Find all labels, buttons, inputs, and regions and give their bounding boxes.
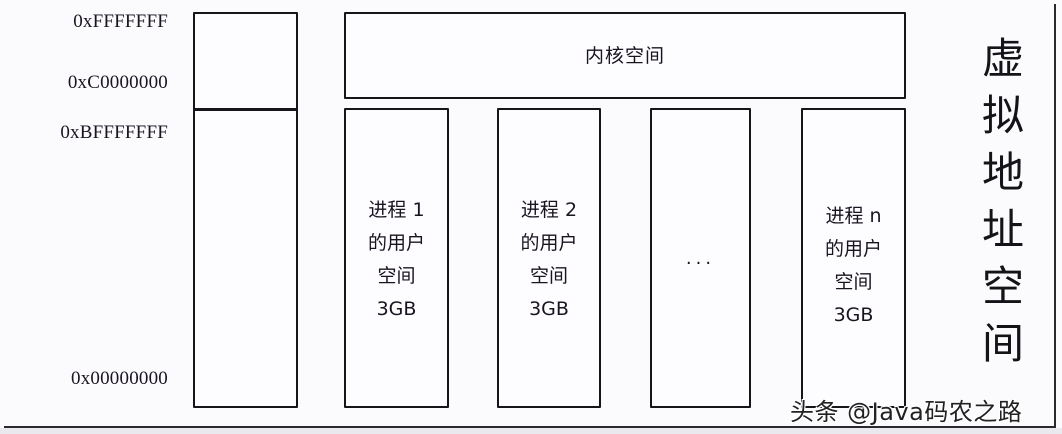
kernel-space-box: 内核空间 [344,12,906,99]
process-2-size: 3GB [529,298,569,320]
process-2-line-1: 进程 2 [520,199,578,221]
process-2-line-2: 的用户 [520,232,578,254]
title-char-5: 空 [981,262,1024,311]
title-char-6: 间 [981,319,1024,368]
process-2-line-3: 空间 [529,265,568,287]
address-label-kernel-start: 0xC0000000 [67,72,168,93]
background-strip [0,428,1062,434]
kernel-user-divider [195,108,296,111]
frame-bottom-edge [4,426,1056,428]
process-1-user-space-box: 进程 1 的用户 空间 3GB [344,108,449,408]
process-n-line-2: 的用户 [824,238,882,260]
address-label-user-end: 0xBFFFFFFF [60,122,168,143]
frame-right-edge [1054,4,1056,428]
process-2-user-space-box: 进程 2 的用户 空间 3GB [497,108,601,408]
address-label-top: 0xFFFFFFF [73,11,168,32]
process-1-line-3: 空间 [377,265,416,287]
title-char-2: 拟 [981,91,1024,140]
process-n-line-1: 进程 n [825,205,882,227]
title-char-1: 虚 [981,34,1024,83]
watermark: 头条 @Java码农之路 [790,398,1023,426]
process-n-line-3: 空间 [834,271,873,293]
memory-bar [193,12,298,408]
process-1-label: 进程 1 的用户 空间 3GB [346,194,447,326]
process-1-size: 3GB [376,298,417,320]
process-2-label: 进程 2 的用户 空间 3GB [499,194,599,326]
title-char-3: 地 [981,148,1024,197]
virtual-address-space-title: 虚 拟 地 址 空 间 [975,30,1031,372]
kernel-space-label: 内核空间 [584,45,665,67]
title-char-4: 址 [981,205,1024,254]
process-n-size: 3GB [833,304,874,326]
address-label-bottom: 0x00000000 [71,368,168,389]
process-1-line-2: 的用户 [367,232,425,254]
process-1-line-1: 进程 1 [368,199,425,221]
process-n-label: 进程 n 的用户 空间 3GB [803,200,904,332]
process-n-user-space-box: 进程 n 的用户 空间 3GB [801,108,906,408]
more-processes-box: ... [650,108,751,408]
ellipsis: ... [685,248,716,269]
